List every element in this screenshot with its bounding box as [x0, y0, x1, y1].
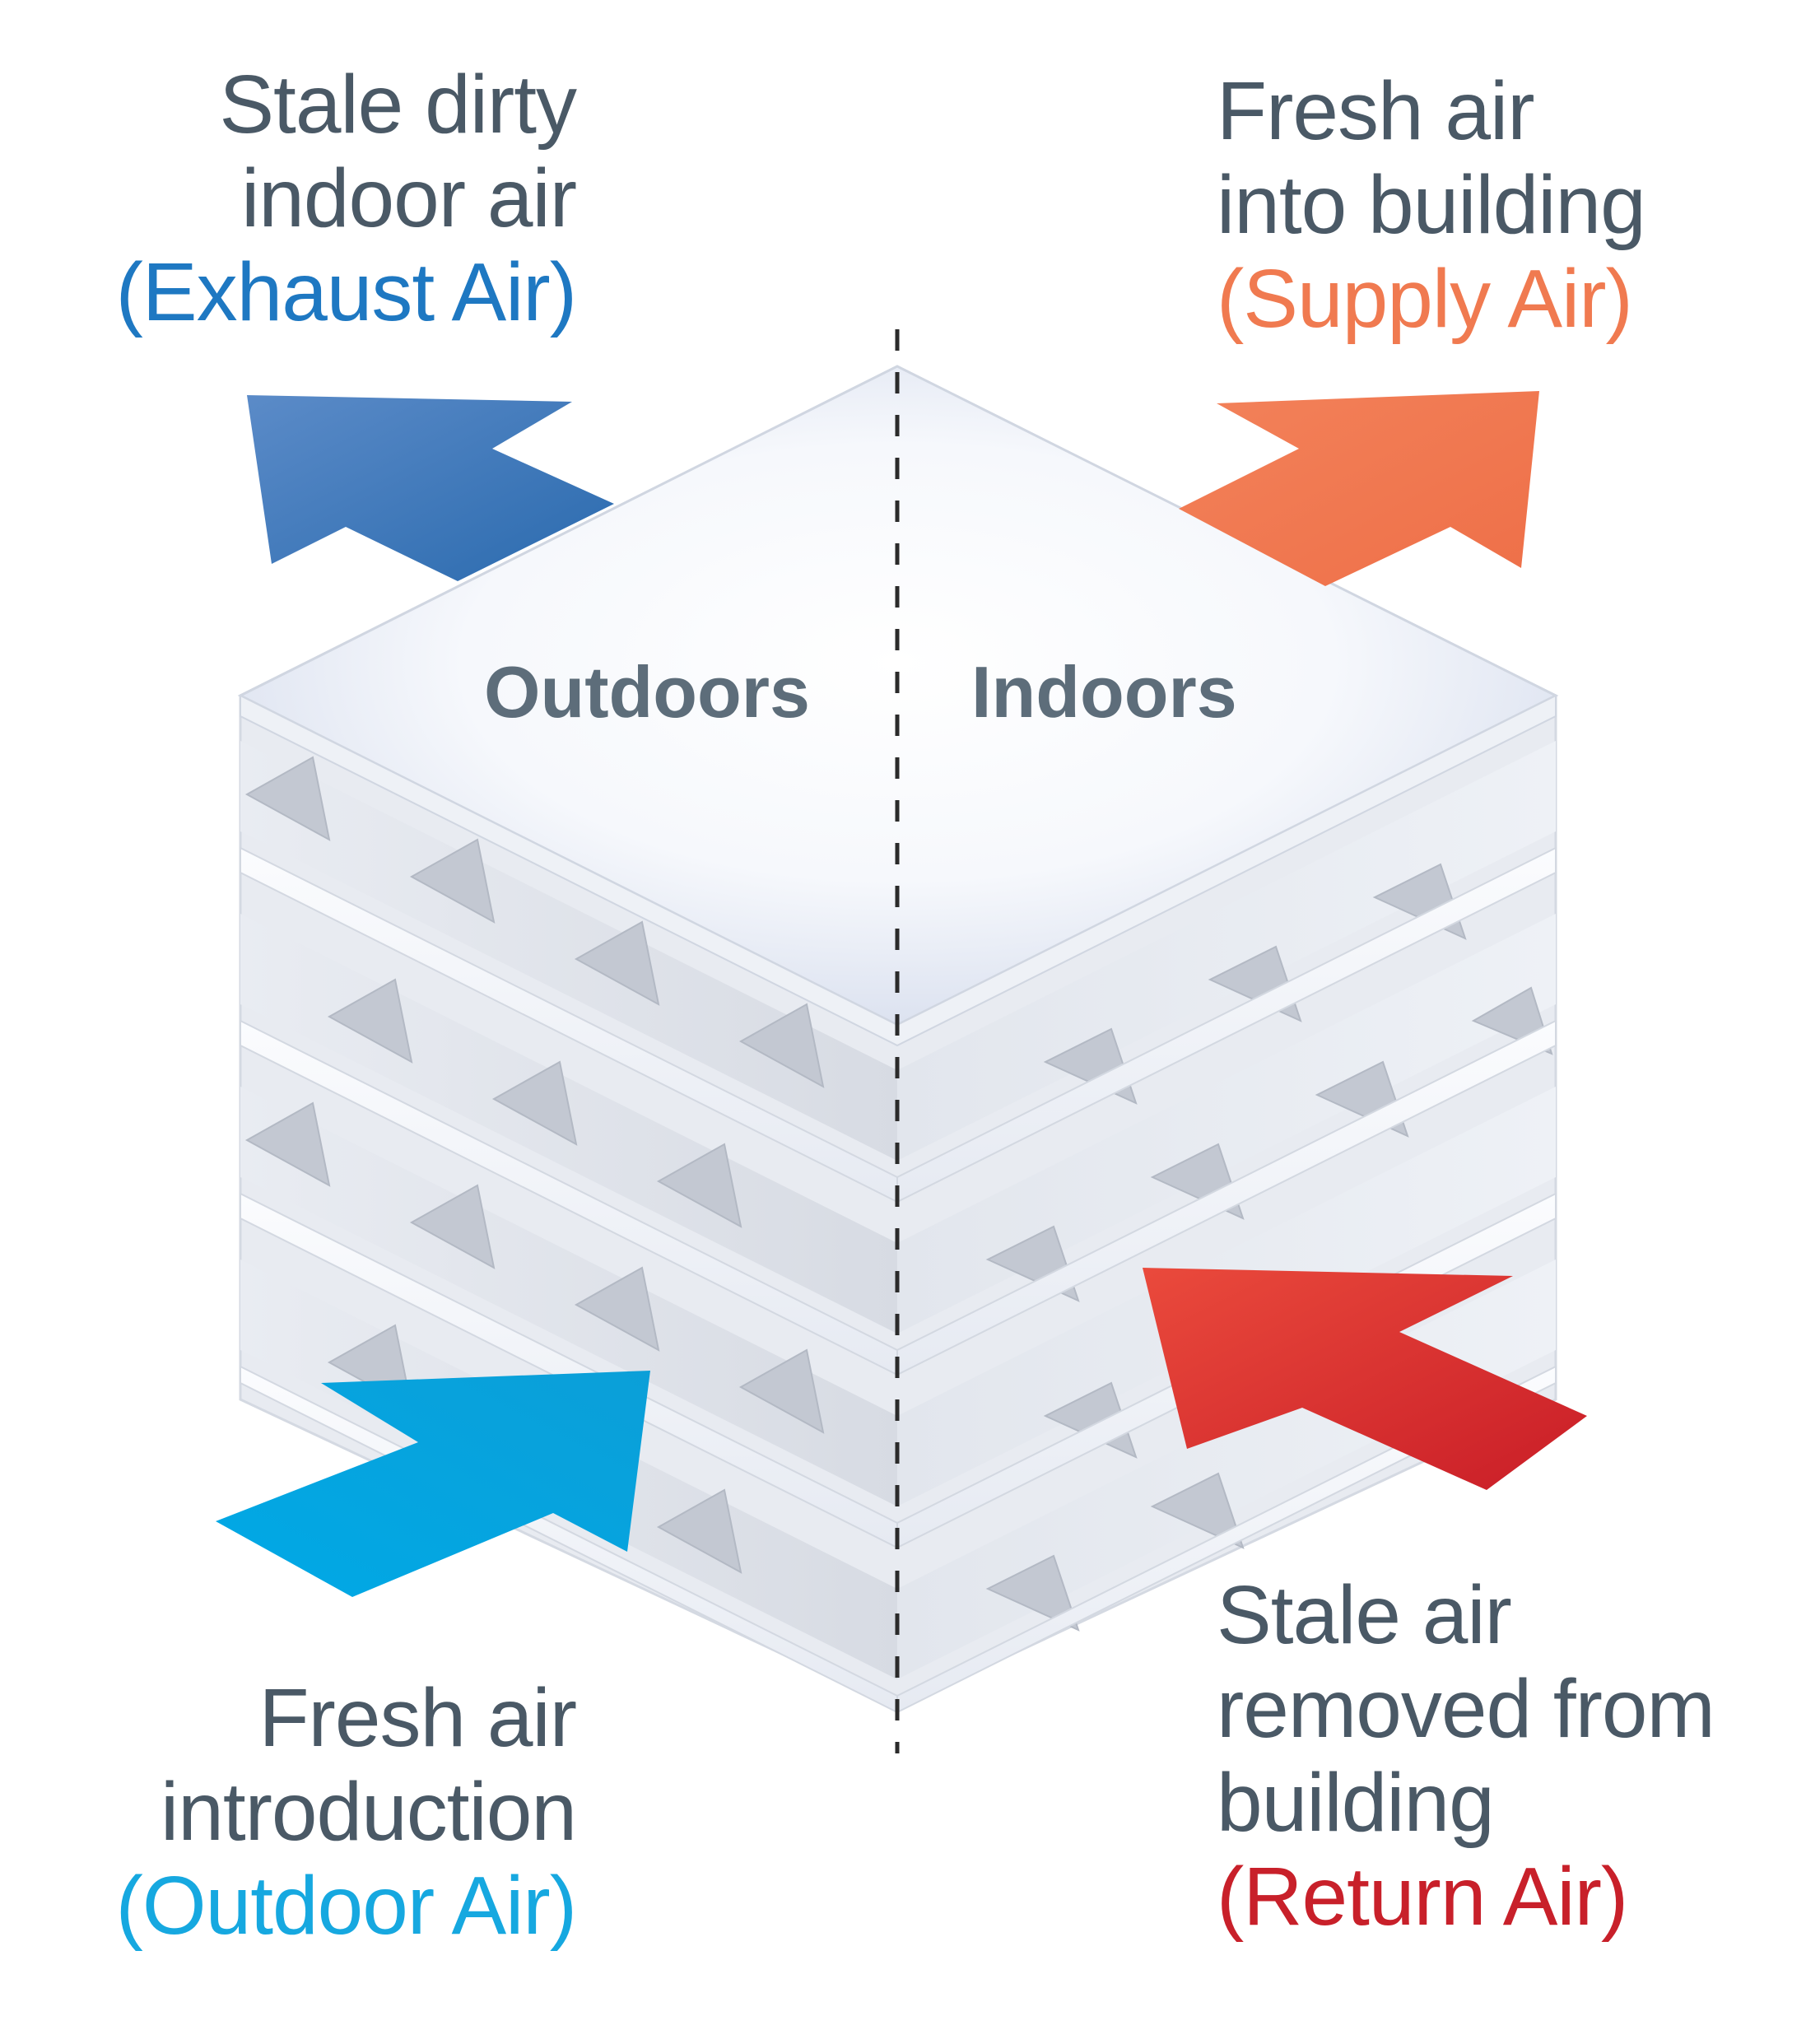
- left-corrugation: [240, 741, 898, 1714]
- outdoor-air-label: Fresh air introduction (Outdoor Air): [115, 1671, 577, 1953]
- exchanger-stack: [237, 365, 1559, 1714]
- return-air-arrow: [1143, 1268, 1587, 1490]
- outdoors-label: Outdoors: [484, 651, 810, 733]
- exhaust-line-1: Stale dirty: [219, 58, 577, 151]
- return-line-3: building: [1217, 1757, 1495, 1849]
- supply-air-arrow: [1179, 391, 1539, 586]
- supply-line-2: into building: [1217, 159, 1646, 251]
- outdoor-line-2: introduction: [161, 1766, 577, 1858]
- supply-air-label: Fresh air into building (Supply Air): [1217, 64, 1646, 346]
- exhaust-line-2: indoor air: [241, 152, 577, 244]
- return-line-2: removed from: [1217, 1663, 1715, 1755]
- outdoor-name: (Outdoor Air): [115, 1860, 577, 1952]
- exhaust-air-label: Stale dirty indoor air (Exhaust Air): [115, 58, 577, 339]
- outdoor-line-1: Fresh air: [258, 1672, 577, 1764]
- exhaust-name: (Exhaust Air): [115, 246, 577, 338]
- return-air-label: Stale air removed from building (Return …: [1217, 1568, 1715, 1944]
- exhaust-air-arrow: [247, 395, 614, 581]
- return-name: (Return Air): [1217, 1851, 1628, 1943]
- supply-line-1: Fresh air: [1217, 65, 1535, 157]
- outdoor-air-arrow: [216, 1371, 650, 1597]
- supply-name: (Supply Air): [1217, 253, 1633, 345]
- return-line-1: Stale air: [1217, 1569, 1512, 1661]
- indoors-label: Indoors: [971, 651, 1237, 733]
